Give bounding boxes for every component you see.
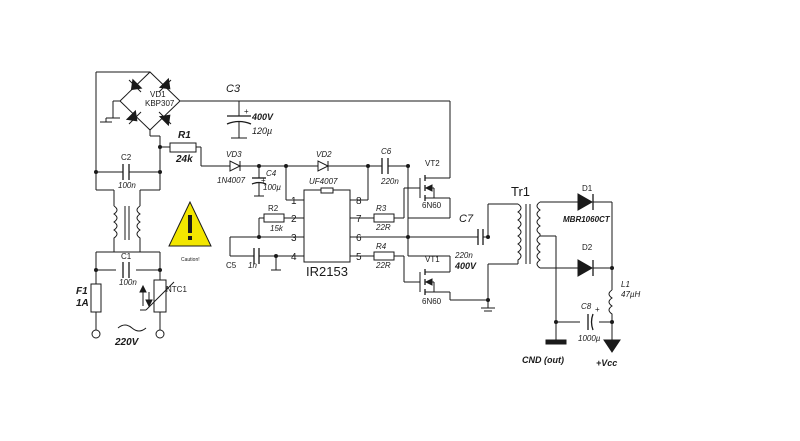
ic-label: IR2153 (306, 264, 348, 279)
l1-value: 47µH (621, 290, 641, 299)
ic-pin-4: 4 (291, 252, 297, 263)
c6-ref: C6 (381, 147, 392, 156)
c4-value: 100µ (263, 183, 281, 192)
capacitor-c4 (251, 166, 267, 197)
l1-ref: L1 (621, 280, 630, 289)
gnd-out-label: CND (out) (522, 355, 564, 365)
vt2-value: 6N60 (422, 201, 442, 210)
c3-value: 120µ (252, 126, 272, 136)
resistor-r3 (373, 187, 420, 223)
c3-voltage: 400V (251, 112, 274, 122)
c7-voltage: 400V (454, 261, 477, 271)
output-wiring (555, 202, 613, 340)
vt1-ref: VT1 (425, 255, 440, 264)
common-mode-choke (113, 205, 141, 240)
f1-value: 1A (76, 298, 89, 309)
diode-vd2 (286, 160, 368, 172)
tr1-ref: Tr1 (511, 184, 530, 199)
c1-ref: C1 (121, 252, 132, 261)
caution-label: Caution! (181, 257, 200, 263)
ic-pin-5: 5 (356, 252, 362, 263)
vd3-ref: VD3 (226, 150, 242, 159)
ic-pin-6: 6 (356, 233, 362, 244)
c4-plus: + (261, 176, 266, 185)
c3-ref: C3 (226, 83, 241, 95)
fuse-f1 (90, 283, 102, 339)
bridge-ground-icon (100, 118, 112, 123)
r1-value: 24k (175, 154, 193, 165)
c4-ref: C4 (266, 169, 277, 178)
vcc-label: +Vcc (596, 358, 617, 368)
r1-ref: R1 (178, 130, 191, 141)
mains-label: 220V (114, 337, 140, 348)
c8-plus: + (595, 305, 600, 314)
vcc-arrow-icon (603, 339, 621, 353)
c2-ref: C2 (121, 153, 132, 162)
capacitor-c6 (367, 158, 409, 238)
ac-wave-icon (117, 324, 147, 332)
caution-icon (168, 200, 212, 247)
capacitor-c7 (470, 203, 518, 245)
bridge-rectifier-vd1 (96, 71, 450, 137)
vd2-value: UF4007 (309, 177, 338, 186)
c6-value: 220n (380, 177, 399, 186)
r4-value: 22R (375, 261, 391, 270)
d1-value: MBR1060CT (563, 215, 611, 224)
r3-value: 22R (375, 223, 391, 232)
gnd-out-terminal (545, 322, 567, 345)
capacitor-c1 (122, 262, 130, 278)
resistor-r1 (169, 142, 230, 167)
ic-pin-1: 1 (291, 196, 297, 207)
diode-d1 (577, 193, 612, 211)
d1-ref: D1 (582, 184, 593, 193)
diode-vd3 (229, 160, 286, 172)
ic-pin-8: 8 (356, 196, 362, 207)
c8-ref: C8 (581, 302, 592, 311)
thermistor-ntc1 (139, 279, 175, 339)
ic-pin-2: 2 (291, 214, 297, 225)
vd2-ref: VD2 (316, 150, 332, 159)
ic-ir2153 (285, 166, 470, 263)
c3-plus: + (244, 107, 249, 116)
capacitor-c3 (226, 101, 252, 139)
ground-icon (481, 300, 495, 312)
vt1-value: 6N60 (422, 297, 442, 306)
ntc1-ref: NTC1 (166, 285, 187, 294)
c5-ref: C5 (226, 261, 237, 270)
capacitor-c5 (229, 236, 286, 271)
f1-ref: F1 (76, 286, 88, 297)
r4-ref: R4 (376, 242, 387, 251)
diode-d2 (577, 259, 612, 277)
r2-value: 15k (270, 224, 284, 233)
c8-value: 1000µ (578, 334, 601, 343)
c5-value: 1n (248, 261, 257, 270)
vd1-ref: VD1 (150, 90, 166, 99)
resistor-r2 (258, 213, 286, 237)
ic-pin-3: 3 (291, 233, 297, 244)
capacitor-c8 (587, 313, 594, 331)
d2-ref: D2 (582, 243, 593, 252)
r3-ref: R3 (376, 204, 387, 213)
c2-value: 100n (118, 181, 136, 190)
c7-ref: C7 (459, 213, 474, 225)
inductor-l1 (608, 289, 613, 322)
capacitor-c2 (116, 164, 136, 180)
resistor-r4 (373, 251, 420, 283)
vt2-ref: VT2 (425, 159, 440, 168)
c7-value: 220n (454, 251, 473, 260)
vd3-value: 1N4007 (217, 176, 246, 185)
c1-value: 100n (119, 278, 137, 287)
mosfet-vt1 (407, 237, 488, 301)
vd1-value: KBP307 (145, 99, 175, 108)
ic-pin-7: 7 (356, 214, 362, 225)
transformer-tr1 (487, 201, 578, 300)
r2-ref: R2 (268, 204, 279, 213)
mosfet-vt2 (408, 101, 451, 219)
